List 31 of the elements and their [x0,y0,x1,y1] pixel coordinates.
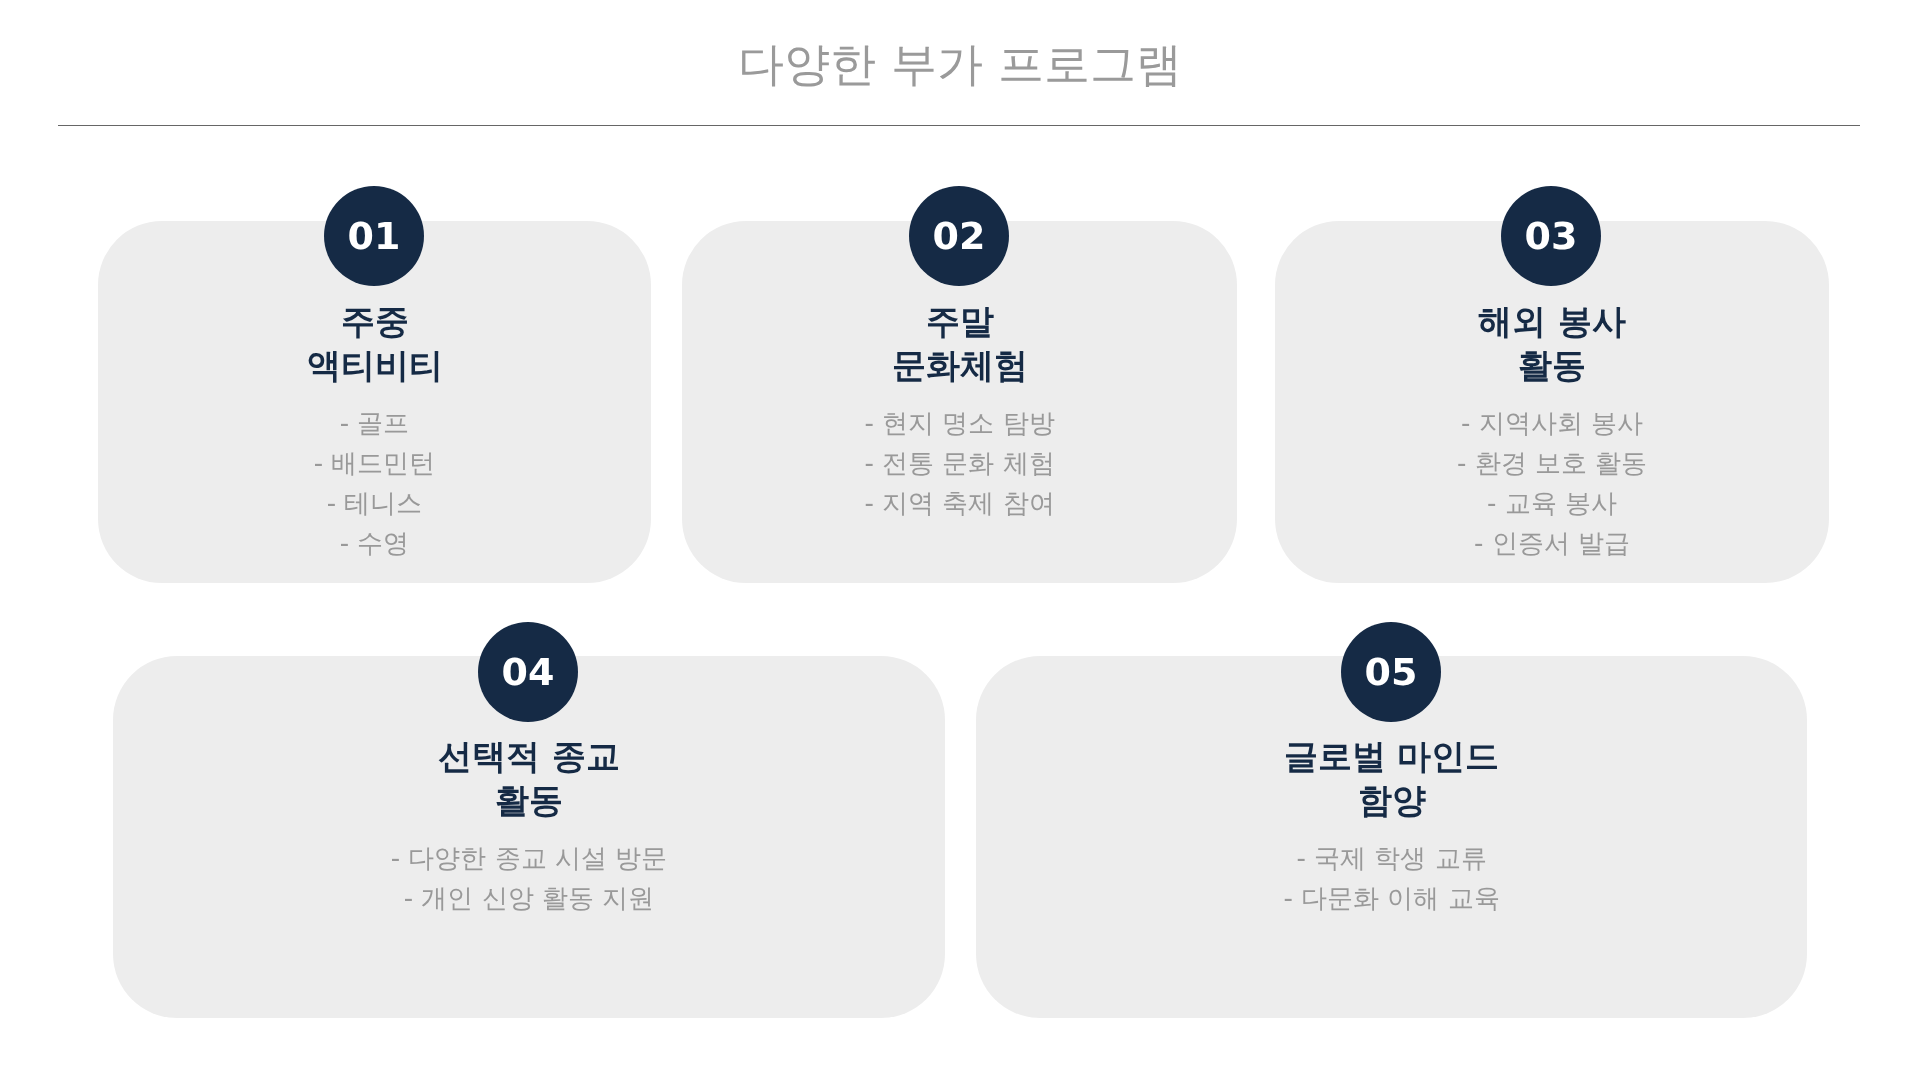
number-badge: 02 [909,186,1009,286]
list-item: - 인증서 발급 [1474,527,1630,560]
program-card [113,656,945,1018]
number-badge: 03 [1501,186,1601,286]
list-item: - 골프 [339,407,410,440]
program-card [682,221,1237,583]
card-heading: 글로벌 마인드 함양 [1282,735,1501,822]
program-card [1275,221,1829,583]
program-card [98,221,651,583]
list-item: - 현지 명소 탐방 [864,407,1055,440]
program-card [976,656,1807,1018]
list-item: - 수영 [339,527,410,560]
card-heading: 주중 액티비티 [305,300,444,387]
card-heading: 주말 문화체험 [890,300,1029,387]
list-item: - 국제 학생 교류 [1296,842,1487,875]
list-item: - 지역사회 봉사 [1461,407,1643,440]
list-item: - 지역 축제 참여 [864,487,1055,520]
card-heading: 선택적 종교 활동 [437,735,621,822]
list-item: - 다문화 이해 교육 [1283,882,1500,915]
number-badge: 05 [1341,622,1441,722]
card-heading: 해외 봉사 활동 [1477,300,1627,387]
list-item: - 다양한 종교 시설 방문 [390,842,668,875]
number-badge: 04 [478,622,578,722]
number-badge: 01 [324,186,424,286]
list-item: - 배드민턴 [313,447,436,480]
list-item: - 전통 문화 체험 [864,447,1055,480]
page-title: 다양한 부가 프로그램 [737,36,1183,93]
list-item: - 테니스 [326,487,423,520]
list-item: - 교육 봉사 [1487,487,1617,520]
list-item: - 개인 신앙 활동 지원 [403,882,655,915]
list-item: - 환경 보호 활동 [1456,447,1648,480]
